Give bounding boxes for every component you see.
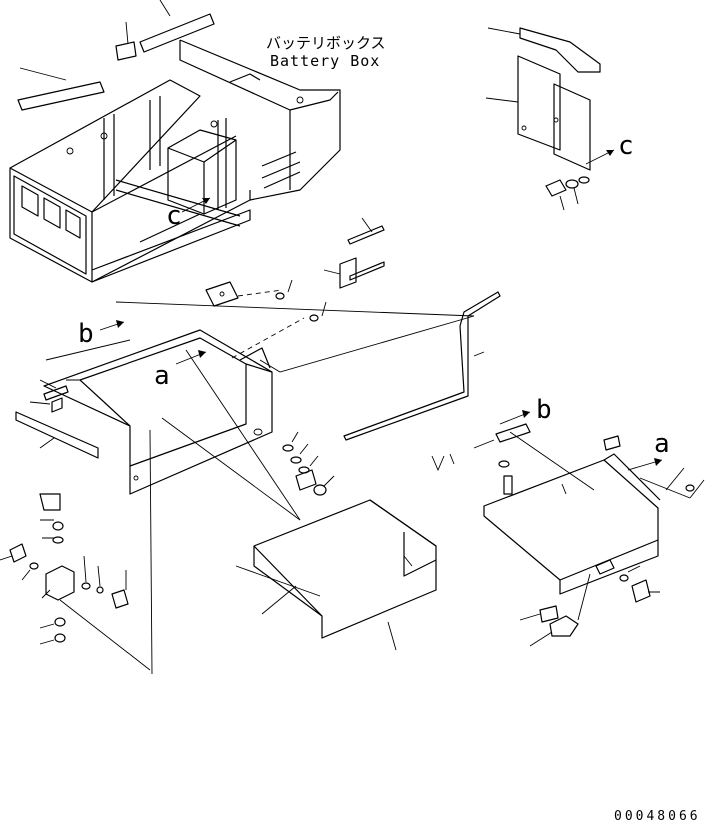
washer [275,292,285,300]
upper-right-plate-assembly [485,27,615,211]
rubber-pad [115,41,137,61]
lower-cover-plate [235,499,437,651]
washer [309,314,319,322]
title-japanese: バッテリボックス [266,34,386,52]
rubber-strip-left [17,81,105,111]
tray-bolt-set [282,431,335,496]
rod-upper [347,225,385,245]
drawing-code: 00048066 [614,809,701,824]
callout-a-right: a [654,429,670,459]
callout-c-frame: c [166,201,182,231]
title-english: Battery Box [270,52,380,70]
battery-box-frame [9,39,341,283]
bent-rod [343,291,501,441]
callout-b-left: b [78,319,94,349]
right-cover-assembly [431,410,705,647]
rod-lower [349,261,385,281]
callout-b-right: b [536,395,552,425]
battery-box-tray [43,281,475,495]
clip [339,257,357,289]
rubber-strip-top [139,13,215,53]
callout-c-upper-right: c [618,131,634,161]
callout-a-left: a [154,361,170,391]
side-bar [15,411,99,459]
left-bracket-hardware [0,493,151,671]
